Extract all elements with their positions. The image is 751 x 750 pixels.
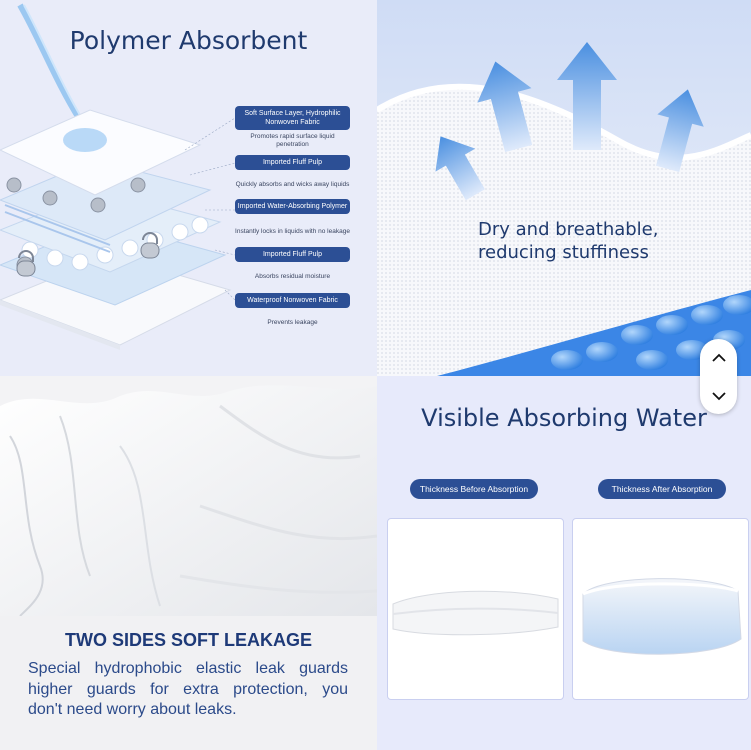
breathable-caption-line2: reducing stuffiness [478,242,649,263]
wet-diaper-image [582,578,742,655]
layer-label-surface: Soft Surface Layer, Hydrophilic Nonwoven… [235,106,350,130]
arrow-up-icon [656,89,704,173]
leak-guard-description: Special hydrophobic elastic leak guards … [28,659,348,721]
chevron-up-icon [711,353,726,362]
before-absorption-photo [387,518,564,700]
layer-desc-polymer: Instantly locks in liquids with no leaka… [235,228,350,235]
chevron-down-icon [711,391,726,400]
lock-icon [16,250,36,277]
before-absorption-label: Thickness Before Absorption [410,479,538,499]
surface-layer [0,109,202,196]
breathable-caption-line1: Dry and breathable, [478,219,659,240]
scroll-down-button[interactable] [700,377,737,414]
arrow-up-icon [477,61,533,153]
leak-guard-panel: TWO SIDES SOFT LEAKAGE Special hydrophob… [0,376,377,750]
layer-label-polymer: Imported Water-Absorbing Polymer [235,199,350,214]
leak-guard-title: TWO SIDES SOFT LEAKAGE [64,630,312,650]
leak-guard-photo [0,376,377,616]
layer-diagram [0,3,236,350]
polymer-absorbent-panel: Polymer Absorbent [0,0,377,376]
scroll-up-button[interactable] [700,339,737,376]
leak-guard-line1: Special hydrophobic elastic leak guards [28,660,348,677]
scroll-control [700,339,737,414]
arrow-up-icon [557,42,617,150]
after-absorption-label: Thickness After Absorption [598,479,726,499]
layer-desc-surface: Promotes rapid surface liquid penetratio… [250,133,335,148]
dry-diaper-image [392,590,559,636]
breathable-caption: Dry and breathable, reducing stuffiness [478,218,658,264]
layer-desc-waterproof: Prevents leakage [267,319,318,326]
after-absorption-photo [572,518,749,700]
arrow-up-icon [435,136,485,201]
lock-icon [140,232,160,259]
absorbing-water-panel: Visible Absorbing Water Thickness Before… [377,376,751,750]
leak-guard-line3: don't need worry about leaks. [28,701,237,718]
absorbing-water-title: Visible Absorbing Water [421,404,707,432]
layer-desc-fluff-pulp-1: Quickly absorbs and wicks away liquids [235,181,350,188]
layer-label-waterproof: Waterproof Nonwoven Fabric [235,293,350,308]
breathable-illustration [377,0,751,376]
leak-guard-line2: higher guards for extra protection, you [28,680,348,698]
layer-label-fluff-pulp-2: Imported Fluff Pulp [235,247,350,262]
polymer-absorbent-title: Polymer Absorbent [69,26,308,55]
layer-label-fluff-pulp-1: Imported Fluff Pulp [235,155,350,170]
layer-desc-fluff-pulp-2: Absorbs residual moisture [254,273,331,280]
breathable-panel: Dry and breathable, reducing stuffiness [377,0,751,376]
